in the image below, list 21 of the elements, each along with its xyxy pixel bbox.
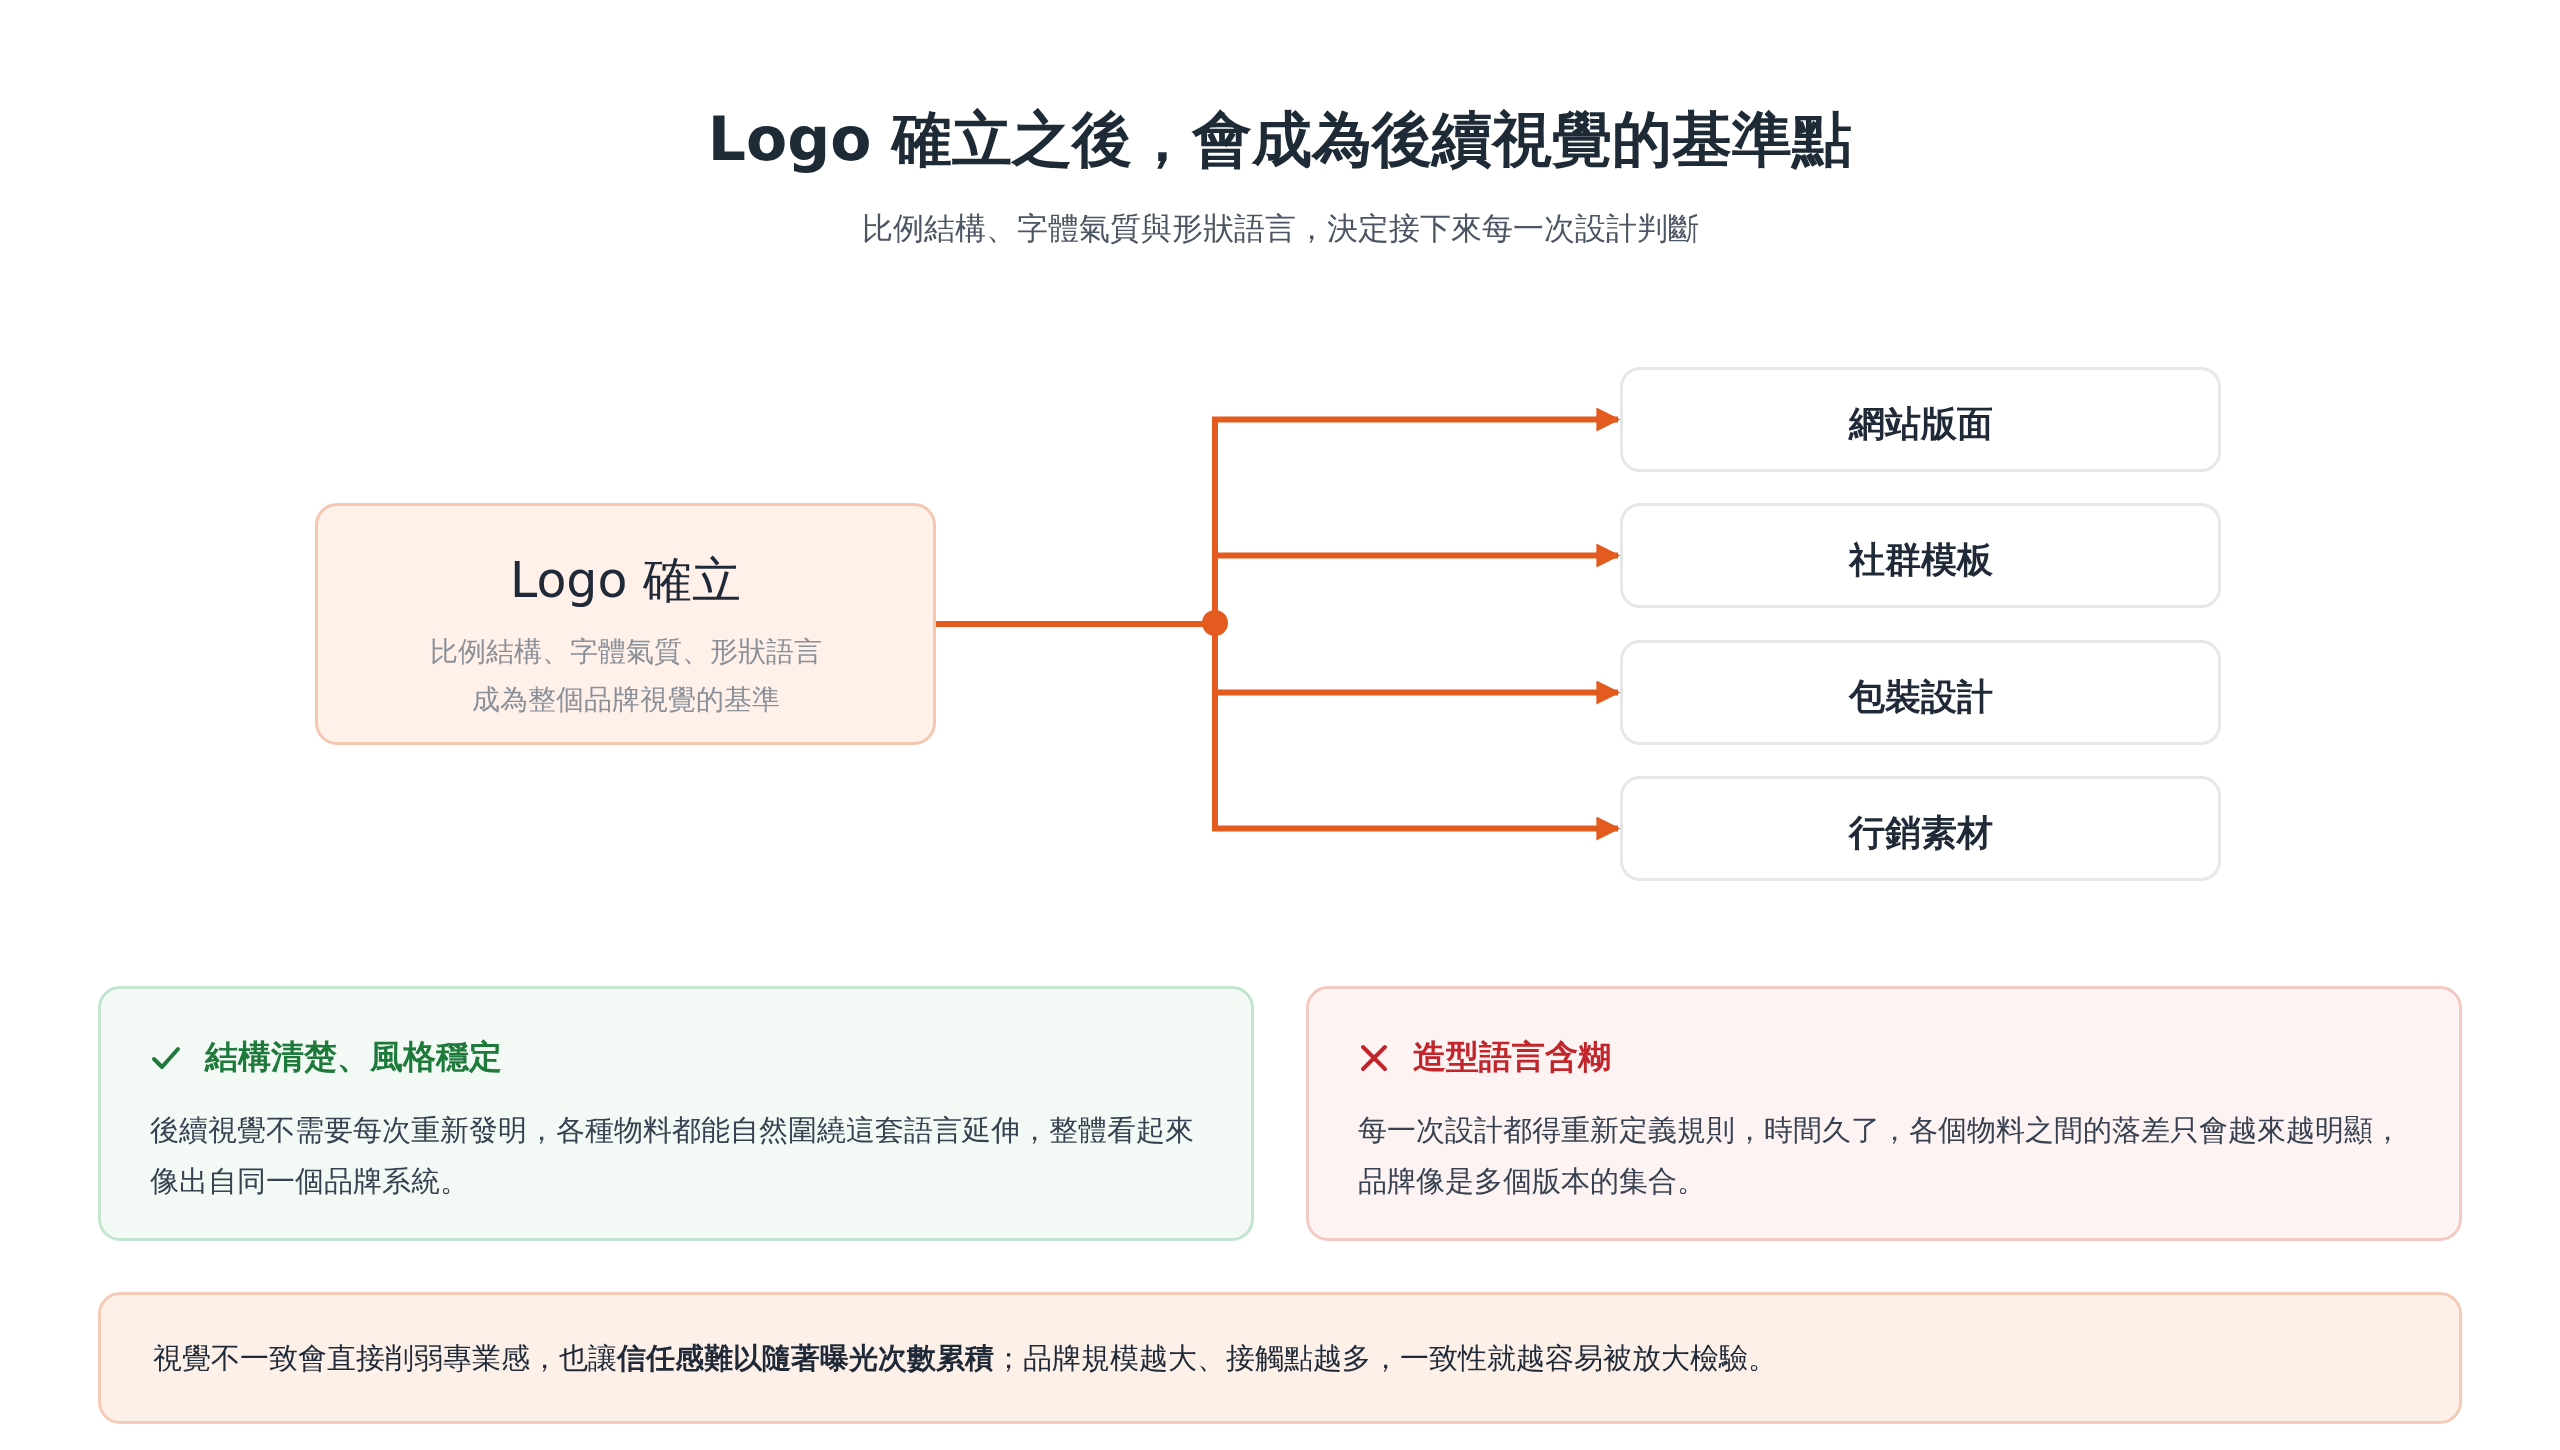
box-label: 行銷素材 <box>1847 811 1994 855</box>
subtitle: 比例結構、字體氣質與形狀語言，決定接下來每一次設計判斷 <box>861 209 1699 248</box>
title: Logo 確立之後，會成為後續視覺的基準點 <box>707 103 1853 176</box>
card <box>1306 986 2462 1241</box>
process-box <box>315 503 936 745</box>
output-box <box>1620 640 2221 745</box>
box-label: 網站版面 <box>1847 402 1994 446</box>
card <box>98 986 1254 1241</box>
output-box <box>1620 776 2221 881</box>
box-label: 包裝設計 <box>1847 675 1994 719</box>
heading: Logo 確立 <box>508 551 743 611</box>
box-label: 社群模板 <box>1847 538 1994 582</box>
note-text: 視覺不一致會直接削弱專業感，也讓信任感難以隨著曝光次數累積；品牌規模越大、接觸點越多，一致性就越容易被放大檢驗。 <box>153 1340 1777 1377</box>
description: 比例結構、字體氣質、形狀語言成為整個品牌視覺的基準 <box>428 634 823 718</box>
card-text: 後續視覺不需要每次重新發明，各種物料都能自然圍繞這套語言延伸，整體看起來像出自同一個品牌系統。 <box>150 1112 1195 1200</box>
card-text: 每一次設計都得重新定義規則，時間久了，各個物料之間的落差只會越來越明顯，品牌像是多個版本的集合。 <box>1358 1112 2403 1200</box>
output-box <box>1620 503 2221 608</box>
card-heading: 結構清楚、風格穩定 <box>205 1036 502 1078</box>
note-box <box>98 1292 2462 1424</box>
card-heading: 造型語言含糊 <box>1413 1036 1611 1078</box>
output-box <box>1620 367 2221 472</box>
